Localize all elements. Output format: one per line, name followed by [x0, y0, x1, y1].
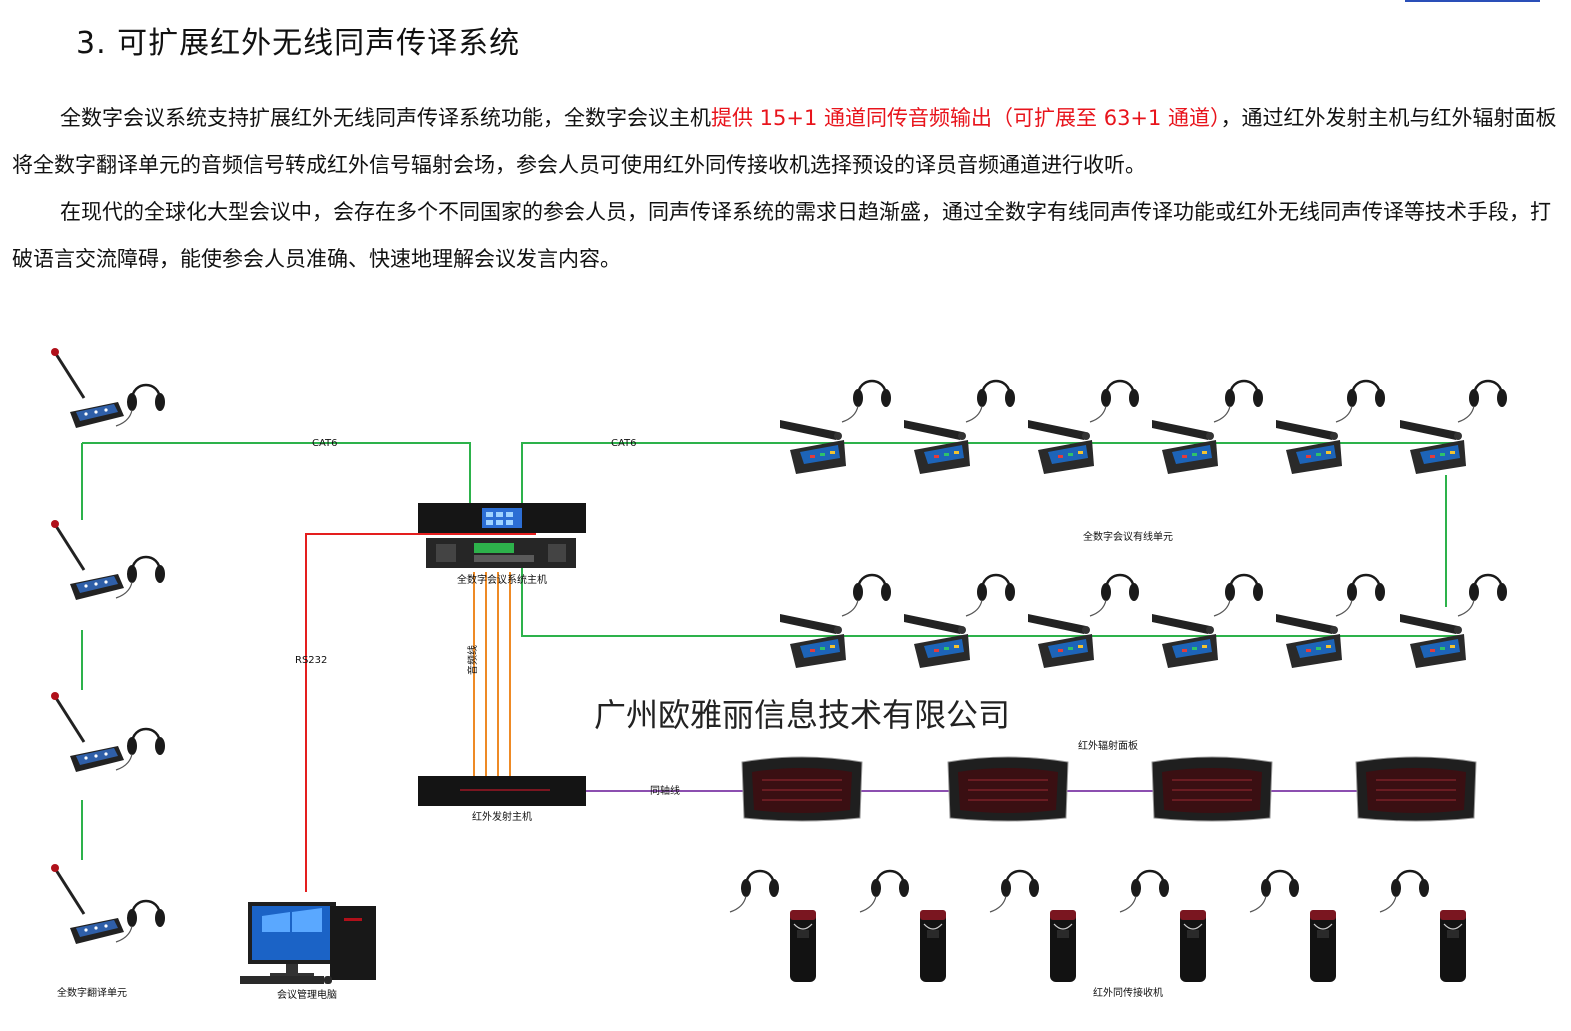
receiver-label: 红外同传接收机 — [1093, 986, 1163, 999]
translation-unit-label: 全数字翻译单元 — [57, 986, 127, 999]
cat6-right-cable — [521, 442, 1460, 503]
top-link-underline — [1405, 0, 1540, 2]
cat6-left-label: CAT6 — [312, 438, 338, 449]
conference-host-device — [418, 503, 586, 568]
cat6-left-cable — [82, 442, 471, 503]
coax-label: 同轴线 — [650, 784, 680, 797]
system-diagram: CAT6 CAT6 RS232 音频线 同轴线 全数字会议系统主机 全数字会议有… — [49, 346, 1509, 1001]
wired-units-bottom-row — [780, 573, 1509, 668]
rs232-label: RS232 — [295, 655, 327, 666]
audio-cable-label: 音频线 — [466, 645, 479, 675]
wired-units-top-row — [780, 379, 1509, 474]
audio-cables — [473, 572, 511, 776]
host-label: 全数字会议系统主机 — [457, 573, 547, 586]
management-pc — [240, 902, 376, 984]
wired-units-label: 全数字会议有线单元 — [1083, 530, 1173, 543]
cat6-right-label: CAT6 — [611, 438, 637, 449]
channel-highlight-text: 提供 15+1 通道同传音频输出（可扩展至 63+1 通道） — [711, 106, 1221, 130]
ir-radiator-panels — [741, 756, 1477, 822]
intro-paragraph: 全数字会议系统支持扩展红外无线同声传译系统功能，全数字会议主机提供 15+1 通… — [12, 95, 1557, 189]
ir-transmitter-label: 红外发射主机 — [472, 810, 532, 823]
cat6-bottom-cable — [521, 565, 1460, 637]
ir-receivers — [728, 869, 1467, 983]
company-watermark: 广州欧雅丽信息技术有限公司 — [594, 696, 1010, 734]
background-paragraph: 在现代的全球化大型会议中，会存在多个不同国家的参会人员，同声传译系统的需求日趋渐… — [12, 200, 1551, 271]
intro-text-start: 全数字会议系统支持扩展红外无线同声传译系统功能，全数字会议主机 — [60, 106, 711, 130]
translation-units — [49, 346, 167, 946]
intro-text-end: ，通过红外发射主机与红外辐射面板将全数字翻译单元的音频信号转成红外信号辐射会场，… — [12, 106, 1557, 177]
ir-transmitter-device — [418, 776, 586, 806]
ir-panel-label: 红外辐射面板 — [1078, 739, 1138, 752]
pc-label: 会议管理电脑 — [277, 988, 337, 1001]
rs232-cable — [305, 533, 536, 892]
section-heading: 3. 可扩展红外无线同声传译系统 — [76, 26, 521, 61]
